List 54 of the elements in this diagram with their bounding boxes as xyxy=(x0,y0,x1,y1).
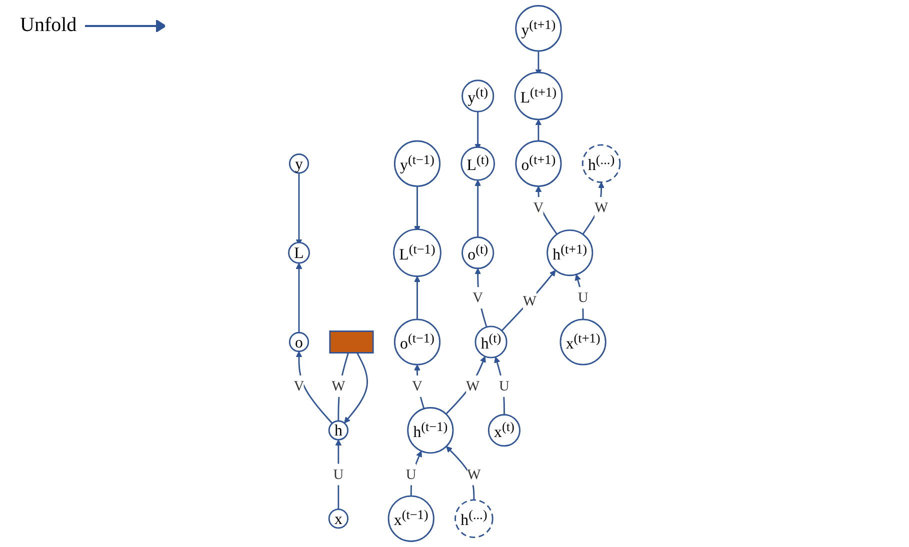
edge-label: V xyxy=(294,378,304,394)
node-circle: o$^{(t)}$ xyxy=(462,236,494,270)
arrow xyxy=(582,182,605,235)
node-circle: L$^{(t+1)}$ xyxy=(514,72,563,120)
edge-label: V xyxy=(472,290,484,306)
arrow xyxy=(414,364,425,409)
node-circle: h$^{(t+1)}$ xyxy=(546,230,594,276)
edge-label: V xyxy=(533,200,544,216)
arrow xyxy=(535,186,558,235)
node-circle: h$^{(t)}$ xyxy=(474,326,508,358)
arrow xyxy=(296,262,302,333)
edge-label: U xyxy=(499,378,510,394)
connector xyxy=(338,352,350,421)
node-circle: x$^{(t−1)}$ xyxy=(388,495,435,542)
arrow xyxy=(474,268,488,328)
node-circle: L$^{(t)}$ xyxy=(460,146,496,181)
node-circle: L$^{(t−1)}$ xyxy=(393,228,442,277)
edge-label: U xyxy=(578,290,588,306)
node-circle: h$^{(t−1)}$ xyxy=(407,407,454,454)
node-circle: x xyxy=(328,508,349,529)
node-circle: y$^{(t)}$ xyxy=(462,80,494,112)
node-circle: x$^{(t)}$ xyxy=(488,414,521,447)
node-circle: h$^{(...)}$ xyxy=(454,499,494,538)
arrow xyxy=(414,276,420,320)
arrow xyxy=(501,270,556,332)
edge-label: W xyxy=(332,378,346,394)
arrow xyxy=(494,356,506,415)
edge-label: W xyxy=(467,466,481,482)
arrow xyxy=(410,450,422,496)
node-circle: o xyxy=(289,332,310,352)
node-circle: x$^{(t+1)}$ xyxy=(560,318,606,366)
arrow xyxy=(335,439,342,510)
arrow xyxy=(296,351,333,424)
node-circle: h xyxy=(328,420,349,440)
node-box xyxy=(329,330,374,354)
node-circle: y xyxy=(289,154,310,174)
arrow xyxy=(344,352,368,424)
node-circle: y$^{(t−1)}$ xyxy=(394,140,441,187)
node-circle: o$^{(t+1)}$ xyxy=(515,140,562,187)
edge-label: U xyxy=(406,466,416,482)
node-circle: o$^{(t−1)}$ xyxy=(394,318,441,366)
node-circle: y$^{(t+1)}$ xyxy=(515,5,562,52)
arrow xyxy=(535,119,542,141)
annotation-text: Unfold xyxy=(20,14,77,37)
edge-label: U xyxy=(333,466,344,482)
edge-label: W xyxy=(466,378,480,394)
node-circle: L xyxy=(288,242,310,264)
arrow xyxy=(474,180,482,238)
edge-label: W xyxy=(522,293,537,310)
node-circle: h$^{(...)}$ xyxy=(582,144,621,183)
edge-label: V xyxy=(412,378,423,394)
edge-label: W xyxy=(594,200,608,216)
arrow xyxy=(574,274,584,320)
arrow xyxy=(446,356,486,415)
